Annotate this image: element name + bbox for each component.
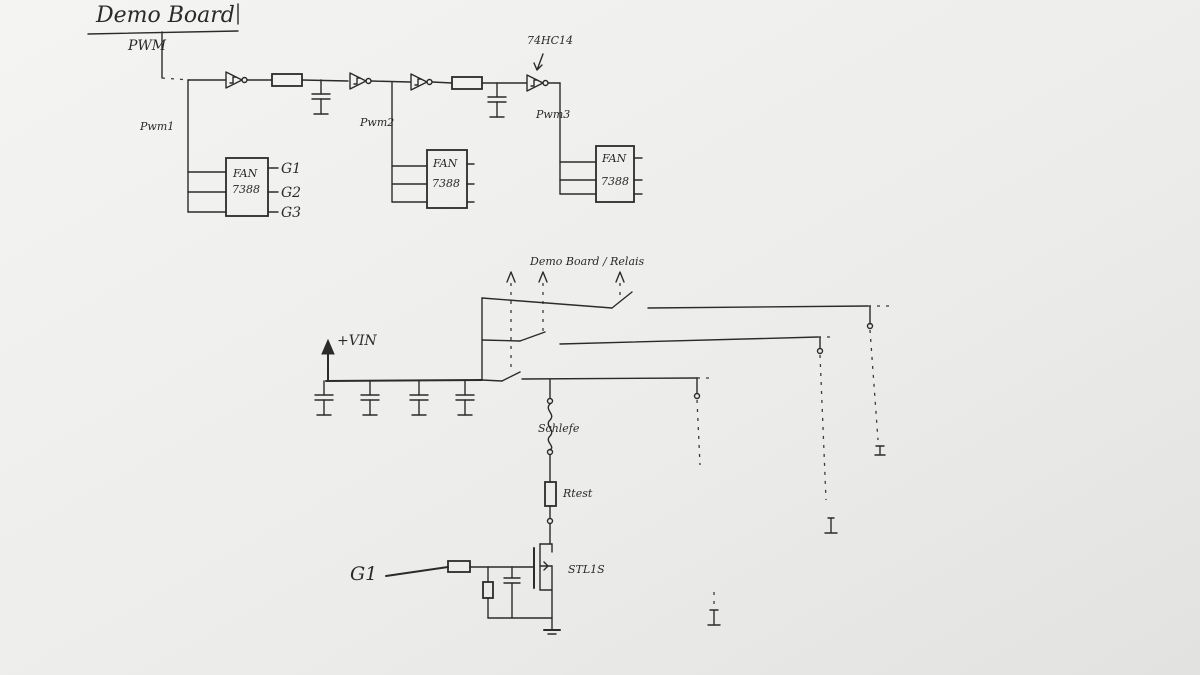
fan-2-part: 7388: [432, 177, 460, 190]
chip-74hc14-label: 74HC14: [527, 34, 573, 47]
signal-chain: [187, 71, 561, 118]
pwm2-label: Pwm2: [359, 116, 394, 129]
title-block: Demo Board: [87, 3, 239, 35]
fan-driver-2: FAN 7388: [391, 81, 475, 209]
g3-label: G3: [281, 205, 301, 221]
test-branch: Schlefe Rtest: [538, 379, 593, 545]
mosfet-stl1s: STL1S: [533, 543, 605, 635]
fan-driver-1: FAN 7388 G1 G2 G3: [187, 79, 301, 221]
relay-label: Demo Board / Relais: [529, 255, 645, 268]
fan-1-part: 7388: [232, 183, 260, 196]
fan-1-label: FAN: [232, 167, 258, 180]
pwm-label: PWM: [127, 38, 167, 54]
fan-3-part: 7388: [601, 175, 629, 188]
fan-2-label: FAN: [432, 157, 458, 170]
relay-switches: [481, 271, 895, 626]
fan-driver-3: FAN 7388: [559, 82, 643, 203]
gate-g1-label: G1: [350, 563, 377, 585]
relay-switch-1: [611, 291, 633, 309]
title-underline: [87, 30, 239, 35]
rtest-label: Rtest: [562, 487, 593, 500]
g1-label: G1: [281, 161, 301, 177]
mosfet-label: STL1S: [568, 563, 605, 576]
relay-switch-3: [501, 371, 521, 382]
fan-3-label: FAN: [601, 152, 627, 165]
gate-drive: G1: [350, 560, 553, 619]
vin-label: +VIN: [337, 333, 377, 349]
loop-label: Schlefe: [538, 422, 580, 435]
vin-bus: [325, 379, 483, 382]
pwm1-label: Pwm1: [139, 120, 174, 133]
title-text: Demo Board: [95, 3, 235, 28]
pwm3-label: Pwm3: [535, 108, 570, 121]
vin-supply: +VIN: [321, 333, 377, 381]
test-loop-coil: [547, 403, 553, 451]
chip-arrow: [533, 53, 544, 71]
g2-label: G2: [281, 185, 301, 201]
relay-switch-2: [519, 331, 546, 342]
